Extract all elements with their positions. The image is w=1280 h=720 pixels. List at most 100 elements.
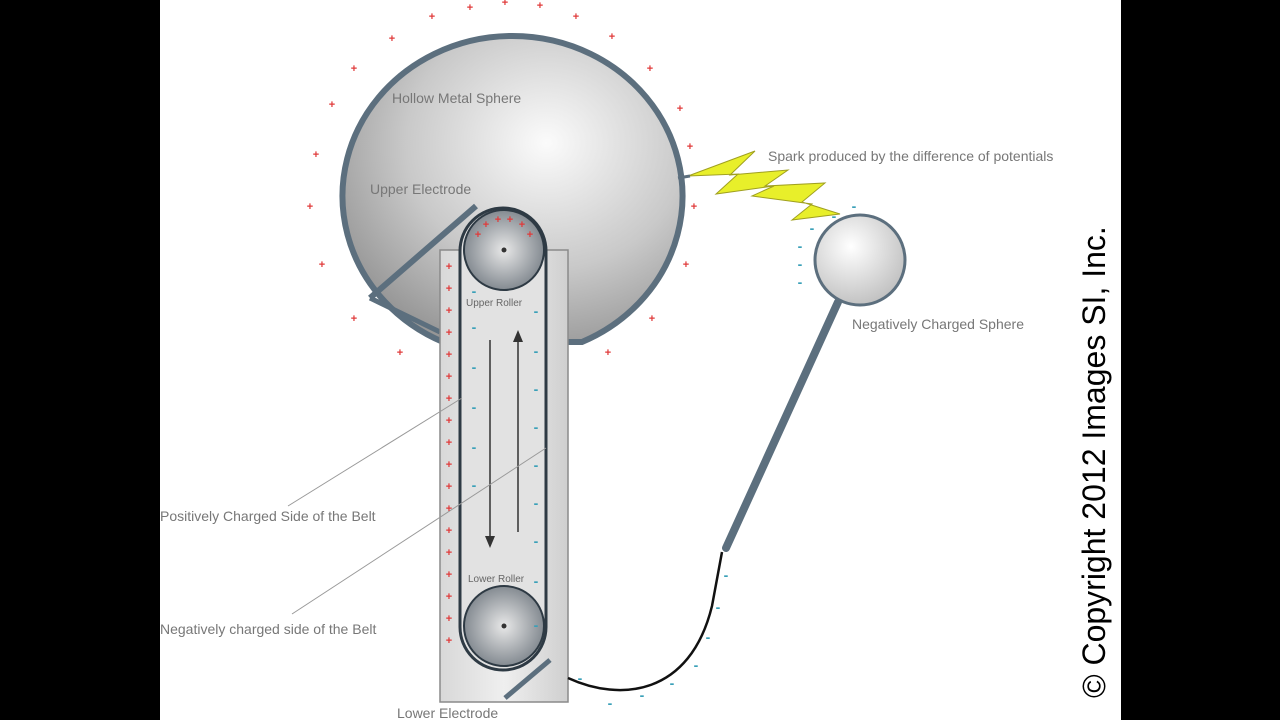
spark-bolt (687, 150, 841, 221)
negative-charge: - (534, 617, 539, 633)
upper-electrode (368, 203, 478, 335)
positive-charge: + (649, 313, 655, 325)
negative-charge: - (798, 256, 803, 272)
positive-charge: + (446, 569, 452, 581)
negative-charge: - (670, 675, 675, 691)
negative-charge: - (534, 573, 539, 589)
positive-charge: + (483, 219, 489, 231)
positive-charge: + (495, 214, 501, 226)
positive-charge: + (446, 371, 452, 383)
negative-charge: - (852, 198, 857, 214)
belt (458, 206, 548, 672)
positive-charge: + (527, 229, 533, 241)
leader-positive-side (287, 397, 463, 507)
negative-charge: - (472, 399, 477, 415)
positive-charge: + (677, 103, 683, 115)
positive-charge: + (446, 437, 452, 449)
positive-charge: + (397, 347, 403, 359)
positive-charge: + (446, 327, 452, 339)
label-positive-belt-side: Positively Charged Side of the Belt (160, 508, 376, 524)
belt-up-arrow (513, 330, 523, 532)
positive-charge: + (446, 613, 452, 625)
positive-charge: + (446, 261, 452, 273)
positive-charge: + (691, 201, 697, 213)
negative-charge: - (472, 359, 477, 375)
label-lower-roller: Lower Roller (468, 574, 525, 585)
positive-charge: + (351, 63, 357, 75)
ground-wire (567, 551, 724, 692)
positive-charge: + (446, 305, 452, 317)
positive-charge: + (313, 149, 319, 161)
negative-charge: - (472, 319, 477, 335)
positive-charge: + (351, 313, 357, 325)
positive-charge: + (446, 481, 452, 493)
positive-charge: + (446, 415, 452, 427)
positive-charge: + (605, 347, 611, 359)
positive-charge: + (573, 11, 579, 23)
positive-charge: + (446, 635, 452, 647)
positive-charge: + (683, 259, 689, 271)
positive-charge: + (519, 219, 525, 231)
positive-charge: + (446, 547, 452, 559)
belt-down-arrow (485, 340, 495, 548)
positive-charge: + (502, 0, 508, 9)
positive-charge: + (446, 283, 452, 295)
positive-charge: + (475, 229, 481, 241)
negative-charge: - (578, 670, 583, 686)
negative-charge: - (724, 567, 729, 583)
negative-charge: - (694, 657, 699, 673)
positive-charge: + (687, 141, 693, 153)
support-rod (722, 298, 842, 552)
label-spark: Spark produced by the difference of pote… (768, 148, 1053, 164)
charge-symbols: + + + + + + + + + + + + + + + + + + + + + + + + + + + + + + + + + + + + + + + +… (307, 0, 857, 711)
negatively-charged-sphere (813, 213, 907, 307)
upper-roller (463, 209, 545, 291)
negative-charge: - (534, 343, 539, 359)
leader-negative-side (291, 447, 547, 615)
label-negatively-charged-sphere: Negatively Charged Sphere (852, 316, 1024, 332)
positive-charge: + (609, 31, 615, 43)
positive-charge: + (537, 0, 543, 12)
label-negative-belt-side: Negatively charged side of the Belt (160, 621, 376, 637)
positive-charge: + (329, 99, 335, 111)
negative-charge: - (706, 629, 711, 645)
positive-charge: + (389, 33, 395, 45)
positive-charge: + (319, 259, 325, 271)
label-hollow-metal-sphere: Hollow Metal Sphere (392, 90, 521, 106)
negative-charge: - (534, 419, 539, 435)
positive-charge: + (446, 459, 452, 471)
negative-charge: - (472, 283, 477, 299)
positive-charge: + (307, 201, 313, 213)
negative-charge: - (534, 457, 539, 473)
negative-charge: - (534, 533, 539, 549)
positive-charge: + (467, 2, 473, 14)
negative-charge: - (640, 687, 645, 703)
negative-charge: - (810, 220, 815, 236)
positive-charge: + (647, 63, 653, 75)
negative-charge: - (534, 303, 539, 319)
copyright-notice: © Copyright 2012 Images SI, Inc. (1076, 226, 1112, 698)
negative-charge: - (472, 477, 477, 493)
label-upper-electrode: Upper Electrode (370, 181, 471, 197)
positive-charge: + (446, 503, 452, 515)
negative-charge: - (472, 439, 477, 455)
label-upper-roller: Upper Roller (466, 298, 523, 309)
positive-charge: + (446, 591, 452, 603)
lower-electrode (503, 658, 552, 700)
lower-roller (463, 585, 545, 667)
negative-charge: - (716, 599, 721, 615)
hollow-metal-sphere (339, 32, 686, 345)
negative-charge: - (534, 381, 539, 397)
positive-charge: + (446, 349, 452, 361)
negative-charge: - (798, 274, 803, 290)
spark-tail (677, 174, 691, 180)
positive-charge: + (429, 11, 435, 23)
negative-charge: - (832, 208, 837, 224)
positive-charge: + (446, 525, 452, 537)
negative-charge: - (608, 695, 613, 711)
negative-charge: - (534, 495, 539, 511)
negative-charge: - (798, 238, 803, 254)
label-lower-electrode: Lower Electrode (397, 705, 498, 720)
positive-charge: + (446, 393, 452, 405)
